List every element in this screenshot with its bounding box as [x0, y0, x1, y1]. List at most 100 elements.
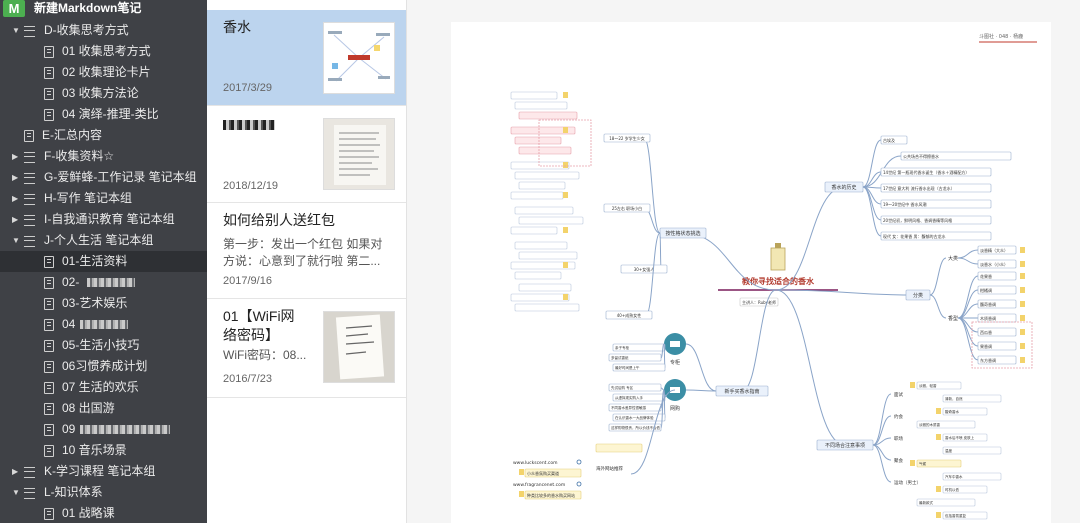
note-date: 2017/9/16 — [223, 275, 272, 287]
connector-line — [872, 393, 892, 446]
sidebar-note-20[interactable]: 10 音乐场景 — [0, 440, 207, 461]
mindmap-node — [510, 91, 558, 100]
connector-line — [659, 232, 662, 270]
branch-label: 分类 — [913, 292, 923, 299]
sidebar-note-12[interactable]: 02- — [0, 272, 207, 293]
sidebar-notebook-0[interactable]: ▼D-收集思考方式 — [0, 20, 207, 41]
sidebar-note-1[interactable]: 01 收集思考方式 — [0, 41, 207, 62]
sticky-note-icon — [936, 434, 941, 440]
mindmap-node — [977, 299, 1017, 309]
sticky-note-icon — [936, 512, 941, 518]
sticky-note-icon — [519, 491, 524, 497]
perfume-bottle-icon — [770, 247, 786, 271]
mindmap-node — [603, 133, 651, 143]
age-group-label: 18～22 岁学生少女 — [609, 135, 644, 141]
note-snippet: WiFi密码：08... — [223, 348, 307, 362]
note-icon — [24, 130, 34, 142]
note-icon — [44, 361, 54, 373]
caret-down-icon[interactable]: ▼ — [12, 236, 20, 245]
mindmap-node — [977, 285, 1017, 295]
note-icon — [44, 46, 54, 58]
mindmap-node — [942, 407, 988, 416]
notebook-stack-icon — [24, 173, 35, 184]
occasion-label: 聚会 — [894, 457, 903, 464]
sidebar-note-16[interactable]: 06习惯养成计划 — [0, 356, 207, 377]
sidebar-note-17[interactable]: 07 生活的欢乐 — [0, 377, 207, 398]
sidebar-note-5[interactable]: E-汇总内容 — [0, 125, 207, 146]
link-icon — [576, 481, 582, 487]
notebook-stack-icon — [24, 488, 35, 499]
note-date: 2017/3/29 — [223, 82, 272, 94]
note-card-blurred[interactable]: 2018/12/19 — [207, 106, 406, 203]
sidebar-note-15[interactable]: 05-生活小技巧 — [0, 335, 207, 356]
mindmap-center-title: 教你寻找适合的香水 — [741, 276, 815, 286]
note-editor[interactable]: 斗图社 · 048 · 杨鹿教你寻找适合的香水主讲人：Ruby老师按性格状态挑选… — [407, 0, 1080, 523]
category-item-label: 馥奇香调 — [980, 301, 996, 307]
shop-item-label: 在认识香水一大品牌体验 — [615, 415, 654, 420]
mindmap-thumbnail-icon — [328, 31, 390, 82]
app-title[interactable]: 新建Markdown笔记 — [34, 1, 142, 15]
connector-line — [685, 343, 717, 392]
sidebar-note-23[interactable]: 01 战略课 — [0, 503, 207, 523]
sidebar-notebook-7[interactable]: ▶G-爱鲜蜂-工作记录 笔记本组 — [0, 167, 207, 188]
mindmap-node — [612, 363, 666, 372]
sidebar-note-13[interactable]: 03-艺术娱乐 — [0, 293, 207, 314]
caret-right-icon[interactable]: ▶ — [12, 215, 19, 224]
mindmap-node — [880, 215, 992, 225]
website-group-label: 海外网站推荐 — [596, 465, 623, 472]
sidebar-note-11[interactable]: 01-生活资料 — [0, 251, 207, 272]
sticky-note-icon — [563, 262, 568, 268]
mindmap-node — [518, 181, 566, 190]
sidebar-notebook-22[interactable]: ▼ L-知识体系 — [0, 482, 207, 503]
caret-right-icon[interactable]: ▶ — [12, 194, 19, 203]
connector-line — [872, 444, 892, 483]
sidebar-notebook-8[interactable]: ▶H-写作 笔记本组 — [0, 188, 207, 209]
sidebar-note-3[interactable]: 03 收集方法论 — [0, 83, 207, 104]
sidebar-notebook-9[interactable]: ▶I-自我通识教育 笔记本组 — [0, 209, 207, 230]
sidebar-header: M 新建Markdown笔记 — [0, 0, 207, 18]
website-label: 种类比较多的香水购买网站 — [527, 492, 575, 498]
sidebar-item-label: 01-生活资料 — [62, 254, 128, 268]
sidebar-notebook-6[interactable]: ▶F-收集资料☆ — [0, 146, 207, 167]
mindmap-node — [916, 498, 976, 507]
sidebar-note-18[interactable]: 08 出国游 — [0, 398, 207, 419]
sticky-note-icon — [563, 294, 568, 300]
sticky-note-icon — [910, 382, 915, 388]
notebook-stack-icon — [24, 215, 35, 226]
sidebar-notebook-21[interactable]: ▶K-学习课程 笔记本组 — [0, 461, 207, 482]
caret-right-icon[interactable]: ▶ — [12, 173, 19, 182]
sidebar-item-label: 01 战略课 — [62, 506, 115, 520]
note-card-wifi[interactable]: 01【WiFi网络密码】 WiFi密码：08... 2016/7/23 — [207, 299, 406, 398]
category-group-label: 香型 — [948, 315, 958, 322]
age-group-label: 40+成熟女性 — [617, 312, 641, 318]
mindmap-node — [518, 251, 578, 260]
sticky-note-icon — [1020, 315, 1025, 321]
connector-line — [929, 294, 947, 319]
mindmap-node — [880, 199, 992, 209]
sidebar-item-label: L-知识体系 — [44, 485, 103, 499]
note-card-perfume[interactable]: 香水 2017/3/29 — [207, 10, 406, 106]
shop-item-label: 不同香水差异性很敏感 — [611, 405, 646, 410]
occasion-detail-label: 气候 — [919, 461, 927, 466]
mindmap-node — [514, 171, 580, 180]
blurred-label — [80, 320, 128, 329]
connector-line — [775, 186, 845, 291]
sidebar-notebook-10[interactable]: ▼J-个人生活 笔记本组 — [0, 230, 207, 251]
sticky-note-icon — [1020, 287, 1025, 293]
mindmap-node — [514, 303, 580, 312]
category-item-label: 木质香调 — [980, 315, 996, 321]
caret-down-icon[interactable]: ▼ — [12, 26, 20, 35]
sidebar-note-2[interactable]: 02 收集理论卡片 — [0, 62, 207, 83]
caret-down-icon[interactable]: ▼ — [12, 488, 20, 497]
sidebar-note-14[interactable]: 04 — [0, 314, 207, 335]
mindmap-node — [518, 146, 572, 155]
note-card-red-envelope[interactable]: 如何给别人送红包 第一步：发出一个红包 如果对方说：心意到了就行啦 第二... … — [207, 203, 406, 299]
sidebar-note-19[interactable]: 09 — [0, 419, 207, 440]
caret-right-icon[interactable]: ▶ — [12, 152, 19, 161]
sidebar-note-4[interactable]: 04 演绎-推理-类比 — [0, 104, 207, 125]
mindmap-node — [739, 297, 779, 307]
notebook-stack-icon — [24, 236, 35, 247]
category-item-label: 淡香精（大众） — [980, 247, 1008, 253]
caret-right-icon[interactable]: ▶ — [12, 467, 19, 476]
